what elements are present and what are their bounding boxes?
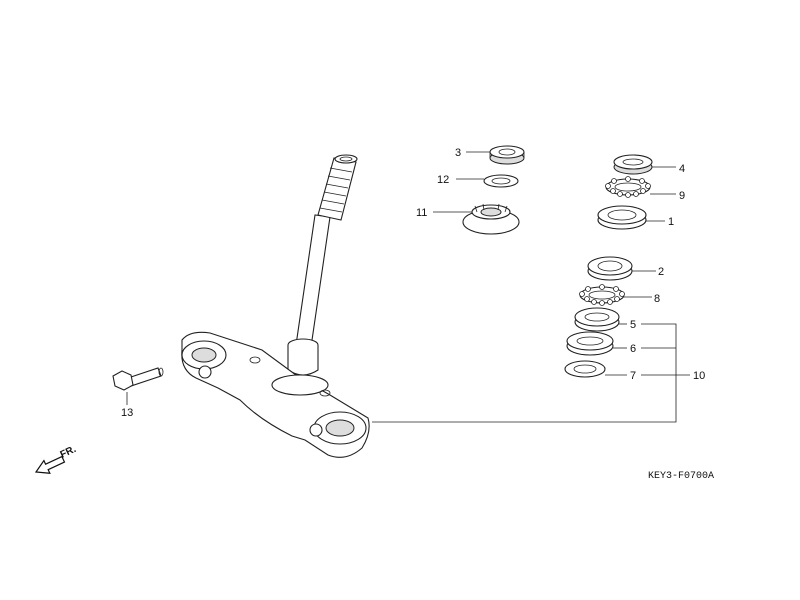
part-5-lower-race <box>574 307 620 332</box>
part-1-upper-race <box>597 205 647 230</box>
callout-10: 10 <box>693 370 705 382</box>
callout-2: 2 <box>658 266 664 278</box>
diagram-code: KEY3-F0700A <box>648 471 714 482</box>
callout-4: 4 <box>679 163 685 175</box>
callout-8: 8 <box>654 293 660 305</box>
part-11-adjusting-nut <box>462 203 520 235</box>
part-12-washer <box>483 174 519 188</box>
leader-lines <box>126 151 690 423</box>
part-9-upper-bearing <box>605 176 651 198</box>
callout-12: 12 <box>437 174 449 186</box>
part-4-dust-seal <box>613 154 653 175</box>
callout-6: 6 <box>630 343 636 355</box>
callout-7: 7 <box>630 370 636 382</box>
callout-5: 5 <box>630 319 636 331</box>
callout-13: 13 <box>121 407 133 419</box>
part-8-lower-bearing <box>579 284 625 306</box>
steering-stem <box>181 154 370 458</box>
callout-labels: 3 12 11 4 9 1 2 8 5 6 7 10 13 <box>121 147 705 419</box>
bolt-13 <box>112 367 164 391</box>
arrow-left-icon <box>34 455 66 474</box>
callout-11: 11 <box>416 207 427 219</box>
callout-3: 3 <box>455 147 461 159</box>
part-7-washer <box>564 360 606 378</box>
part-2-lower-race <box>587 256 633 281</box>
callout-9: 9 <box>679 190 685 202</box>
front-direction-indicator: FR. <box>34 444 78 474</box>
part-3-lock-nut <box>489 145 525 165</box>
direction-label: FR. <box>59 444 78 461</box>
part-6-dust-seal <box>566 331 614 356</box>
callout-1: 1 <box>668 216 674 228</box>
